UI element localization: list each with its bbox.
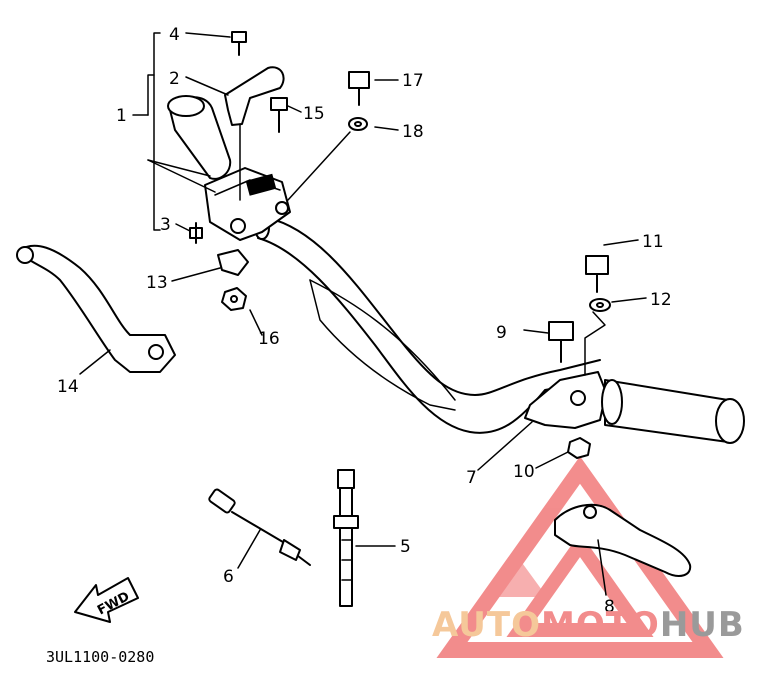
watermark-part-1: AUTO: [432, 605, 541, 645]
callout-10: 10: [513, 462, 535, 482]
screw-15: [270, 97, 288, 133]
screw-3: [189, 222, 203, 244]
callout-5: 5: [400, 537, 411, 557]
callout-13: 13: [146, 273, 168, 293]
callout-15: 15: [303, 104, 325, 124]
callout-14: 14: [57, 377, 79, 397]
callout-11: 11: [642, 232, 664, 252]
callout-1: 1: [116, 106, 127, 126]
callout-4: 4: [169, 25, 180, 45]
screw-4: [231, 31, 247, 56]
right-grip: [601, 379, 745, 444]
callout-12: 12: [650, 290, 672, 310]
right-lever-8: [554, 503, 692, 577]
watermark-part-3: HUB: [660, 605, 745, 645]
leader-lines: [79, 32, 647, 596]
callout-7: 7: [466, 468, 477, 488]
callout-2: 2: [169, 69, 180, 89]
watermark-text: AUTOMOTOHUB: [432, 605, 745, 645]
callout-9: 9: [496, 323, 507, 343]
band-5: [333, 469, 359, 607]
washer-12: [589, 298, 611, 312]
left-lever-holder: [204, 167, 291, 276]
fwd-arrow: FWD: [74, 577, 139, 623]
callout-18: 18: [402, 122, 424, 142]
nut-16: [221, 287, 247, 311]
callout-6: 6: [223, 567, 234, 587]
bolt-9: [548, 321, 574, 363]
diagram-code: 3UL1100-0280: [46, 648, 154, 666]
bolt-11: [585, 255, 609, 293]
left-lever: [16, 244, 176, 373]
watermark-part-2: MOTO: [541, 605, 660, 645]
plate-2: [224, 66, 285, 126]
right-lever-holder: [524, 371, 607, 429]
nut-10: [567, 437, 591, 459]
callout-17: 17: [402, 71, 424, 91]
left-grip: [167, 95, 232, 180]
handlebar: [254, 216, 601, 434]
callout-3: 3: [160, 215, 171, 235]
bolt-17: [348, 71, 370, 106]
cable-6: [208, 488, 311, 566]
washer-18: [348, 117, 368, 131]
callout-8: 8: [604, 597, 615, 617]
callout-16: 16: [258, 329, 280, 349]
